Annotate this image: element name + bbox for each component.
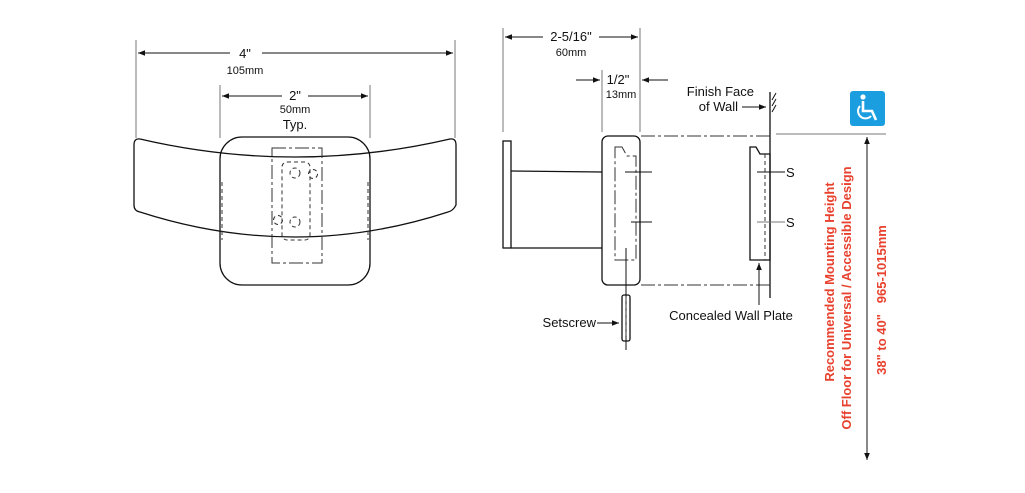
plate-typical-note: Typ. xyxy=(283,117,308,132)
concealed-wall-plate xyxy=(749,146,771,261)
front-view: 4" 105mm 2" 50mm Typ. xyxy=(133,40,457,286)
screw-mark-lower: S xyxy=(786,215,795,230)
wheelchair-accessibility-icon xyxy=(850,91,885,126)
mounting-height: Recommended Mounting Height Off Floor fo… xyxy=(776,91,889,460)
plate-depth-mm-label: 13mm xyxy=(606,89,637,101)
plate-depth-label: 1/2" xyxy=(607,72,630,87)
projection-mm-label: 60mm xyxy=(556,47,587,59)
hook-body xyxy=(133,138,457,238)
mounting-plate xyxy=(219,136,371,286)
setscrew-label: Setscrew xyxy=(543,315,597,330)
plate-side xyxy=(601,135,641,286)
overall-width-mm-label: 105mm xyxy=(227,65,264,77)
screw-mark-upper: S xyxy=(786,165,795,180)
overall-width-label: 4" xyxy=(239,46,251,61)
projection-label: 2-5/16" xyxy=(550,29,592,44)
wall-plate-label: Concealed Wall Plate xyxy=(669,308,793,323)
mounting-height-title: Recommended Mounting Height xyxy=(822,182,837,382)
mounting-height-value: 38" to 40" 965-1015mm xyxy=(874,225,889,375)
hook-tip xyxy=(502,140,512,249)
plate-width-label: 2" xyxy=(289,88,301,103)
setscrew xyxy=(621,294,631,342)
of-wall-label: of Wall xyxy=(699,99,738,114)
side-view: 2-5/16" 60mm 1/2" 13mm Finish Face of Wa… xyxy=(502,28,795,350)
mounting-height-subtitle: Off Floor for Universal / Accessible Des… xyxy=(839,166,854,429)
plate-width-mm-label: 50mm xyxy=(280,104,311,116)
finish-face-label: Finish Face xyxy=(687,84,754,99)
